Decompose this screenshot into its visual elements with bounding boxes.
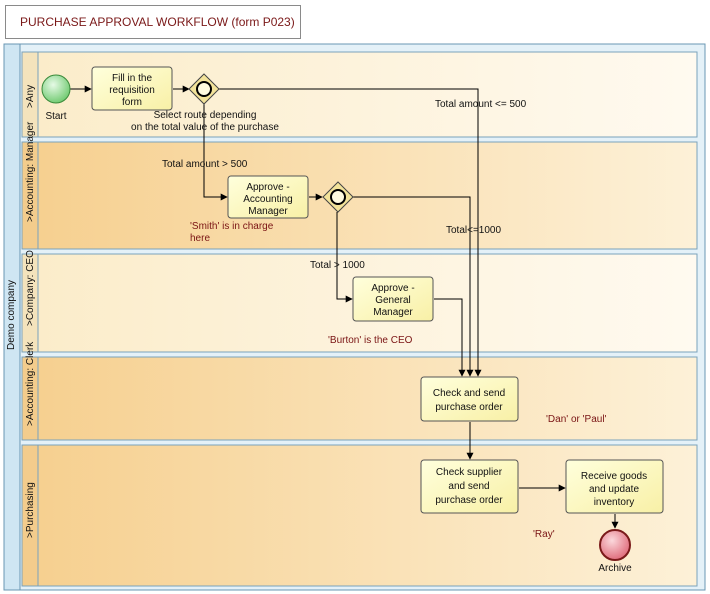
flow-gateway1-le-500 — [219, 88, 482, 377]
task-receive-line-3: inventory — [594, 497, 635, 508]
task-am-line-1: Approve - — [246, 182, 289, 193]
flow-label-gt-1000: Total > 1000 — [310, 260, 365, 271]
flow-label-le-500: Total amount <= 500 — [435, 99, 527, 110]
task-receive-line-1: Receive goods — [581, 471, 647, 482]
annotation-smith-line-1: 'Smith' is in charge — [190, 221, 274, 232]
flow-gateway2-le-1000 — [353, 196, 474, 377]
flow-gm-to-clerk — [434, 298, 466, 377]
end-event-archive[interactable] — [599, 529, 631, 561]
annotation-ray: 'Ray' — [533, 529, 555, 540]
diagram-title: PURCHASE APPROVAL WORKFLOW (form P023) — [20, 15, 295, 29]
task-fill-line-2: requisition — [109, 85, 155, 96]
lane-accounting-manager: >Accounting: Manager — [21, 121, 698, 250]
task-supplier-line-3: purchase order — [435, 495, 503, 506]
lane-accounting-clerk: >Accounting: Clerk — [21, 341, 698, 441]
pool-header — [3, 43, 21, 591]
flow-gateway2-gt-1000 — [336, 212, 353, 303]
gateway-route-by-1000[interactable] — [322, 181, 354, 213]
annotation-burton: 'Burton' is the CEO — [328, 335, 413, 346]
lane-label-any: >Any — [25, 85, 36, 108]
lane-label-manager: >Accounting: Manager — [25, 121, 36, 222]
flow-label-gt-500: Total amount > 500 — [162, 159, 248, 170]
flow-label-le-1000: Total<=1000 — [446, 225, 501, 236]
task-check-send-purchase-order[interactable]: Check and send purchase order — [420, 376, 519, 422]
task-approve-general-manager[interactable]: Approve - General Manager — [352, 276, 434, 322]
gateway-route-by-total[interactable] — [188, 73, 220, 105]
task-approve-accounting-manager[interactable]: Approve - Accounting Manager — [227, 175, 309, 219]
start-label: Start — [45, 111, 66, 122]
lane-label-purchasing: >Purchasing — [25, 482, 36, 538]
task-am-line-2: Accounting — [243, 194, 292, 205]
task-receive-line-2: and update — [589, 484, 639, 495]
task-fill-requisition[interactable]: Fill in the requisition form — [91, 66, 173, 111]
task-gm-line-3: Manager — [373, 307, 413, 318]
task-gm-line-1: Approve - — [371, 283, 414, 294]
task-am-line-3: Manager — [248, 206, 288, 217]
task-supplier-line-1: Check supplier — [436, 467, 503, 478]
annotation-smith-line-2: here — [190, 233, 210, 244]
task-check-line-1: Check and send — [433, 388, 505, 399]
task-gm-line-2: General — [375, 295, 411, 306]
annotation-dan-paul: 'Dan' or 'Paul' — [546, 414, 607, 425]
task-supplier-line-2: and send — [448, 481, 489, 492]
end-label: Archive — [598, 563, 632, 574]
gateway-note-line-1: Select route depending — [154, 110, 257, 121]
pool-label: Demo company — [6, 280, 17, 350]
task-check-line-2: purchase order — [435, 402, 503, 413]
task-receive-goods[interactable]: Receive goods and update inventory — [565, 459, 664, 514]
task-fill-line-1: Fill in the — [112, 73, 152, 84]
flow-gateway1-gt-500 — [203, 104, 228, 201]
sequence-flows — [70, 85, 619, 529]
lane-label-clerk: >Accounting: Clerk — [25, 341, 36, 426]
start-event[interactable] — [41, 74, 71, 104]
lane-label-ceo: >Company: CEO — [25, 250, 36, 326]
task-fill-line-3: form — [122, 97, 142, 108]
task-check-supplier[interactable]: Check supplier and send purchase order — [420, 459, 519, 514]
diagram-title-box: PURCHASE APPROVAL WORKFLOW (form P023) — [5, 5, 301, 39]
gateway-note-line-2: on the total value of the purchase — [131, 122, 279, 133]
